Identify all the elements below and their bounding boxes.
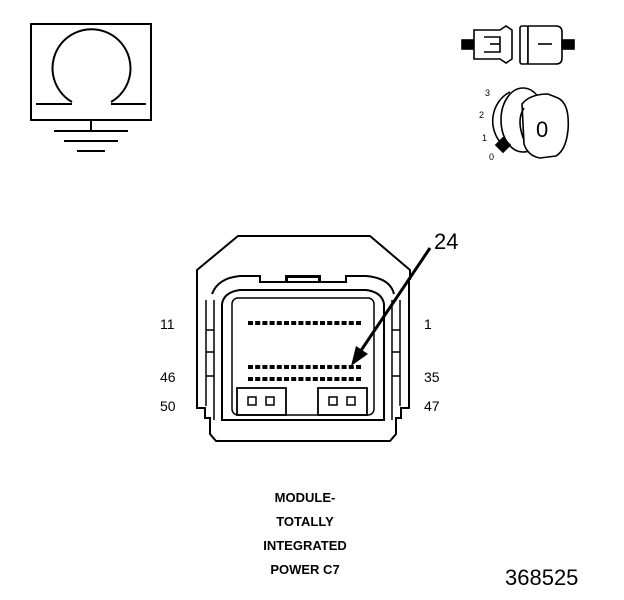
pin-cavity	[327, 365, 333, 369]
connector-unplug-icon	[461, 25, 575, 65]
pin-cavity	[341, 321, 347, 325]
pin-cavity	[327, 321, 333, 325]
pin-cavity	[255, 377, 261, 381]
ignition-key-switch-icon	[491, 87, 570, 159]
pin-cavity	[255, 321, 261, 325]
pin-row-top	[248, 321, 361, 325]
pin-cavity	[348, 377, 354, 381]
pin-cavity	[320, 321, 325, 325]
callout-arrow	[351, 247, 432, 366]
pin-cavity	[262, 377, 268, 381]
pin-label-50: 50	[160, 398, 176, 414]
pin-cavity	[248, 365, 253, 369]
ignition-position-0: 0	[489, 152, 495, 162]
pin-cavity	[298, 377, 304, 381]
pin-cavity	[248, 377, 253, 381]
pin-cavity	[305, 377, 311, 381]
pin-cavity	[348, 365, 354, 369]
figure-id: 368525	[505, 565, 579, 590]
pin-label-35: 35	[424, 369, 440, 385]
pin-cavity	[341, 365, 347, 369]
callout-pin-number: 24	[434, 229, 459, 254]
ignition-position-2: 2	[479, 110, 485, 120]
pin-cavity	[348, 321, 354, 325]
pin-row-middle	[248, 365, 361, 369]
pin-cavity	[276, 377, 282, 381]
pin-cavity	[276, 365, 282, 369]
pin-cavity	[356, 365, 361, 369]
pin-cavity	[356, 377, 361, 381]
pin-cavity	[327, 377, 333, 381]
pin-cavity	[312, 321, 318, 325]
pin-cavity	[269, 377, 275, 381]
pin-cavity	[291, 365, 297, 369]
pin-cavity	[334, 377, 340, 381]
pin-cavity	[334, 365, 340, 369]
pin-cavity	[269, 321, 275, 325]
ohmmeter-symbol-icon	[30, 23, 152, 121]
pin-cavity	[284, 377, 289, 381]
pin-label-11: 11	[160, 316, 175, 332]
caption-line-4: POWER C7	[270, 562, 340, 577]
pin-row-lower	[248, 377, 361, 381]
pin-cavity	[248, 321, 253, 325]
pin-cavity	[262, 365, 268, 369]
pin-cavity	[284, 365, 289, 369]
pin-cavity	[312, 365, 318, 369]
pin-cavity	[320, 365, 325, 369]
pin-cavity	[320, 377, 325, 381]
pin-cavity	[312, 377, 318, 381]
caption-line-2: TOTALLY	[276, 514, 334, 529]
pin-cavity	[356, 321, 361, 325]
pin-cavity	[269, 365, 275, 369]
pin-cavity	[298, 365, 304, 369]
pin-cavity	[334, 321, 340, 325]
pin-cavity	[291, 377, 297, 381]
pin-cavity	[262, 321, 268, 325]
pin-cavity	[305, 365, 311, 369]
connector-body	[196, 235, 411, 442]
pin-cavity	[276, 321, 282, 325]
ignition-position-3: 3	[485, 88, 491, 98]
pin-cavity	[298, 321, 304, 325]
pin-cavity	[305, 321, 311, 325]
pin-label-1: 1	[424, 316, 432, 332]
pin-cavity	[341, 377, 347, 381]
pin-cavity	[255, 365, 261, 369]
ground-icon	[54, 120, 128, 152]
pin-cavity	[291, 321, 297, 325]
key-glyph: 0	[536, 117, 549, 142]
caption-line-3: INTEGRATED	[263, 538, 347, 553]
pin-label-46: 46	[160, 369, 176, 385]
caption-line-1: MODULE-	[274, 490, 336, 505]
pin-label-47: 47	[424, 398, 440, 414]
pin-cavity	[284, 321, 289, 325]
ignition-position-1: 1	[482, 133, 488, 143]
